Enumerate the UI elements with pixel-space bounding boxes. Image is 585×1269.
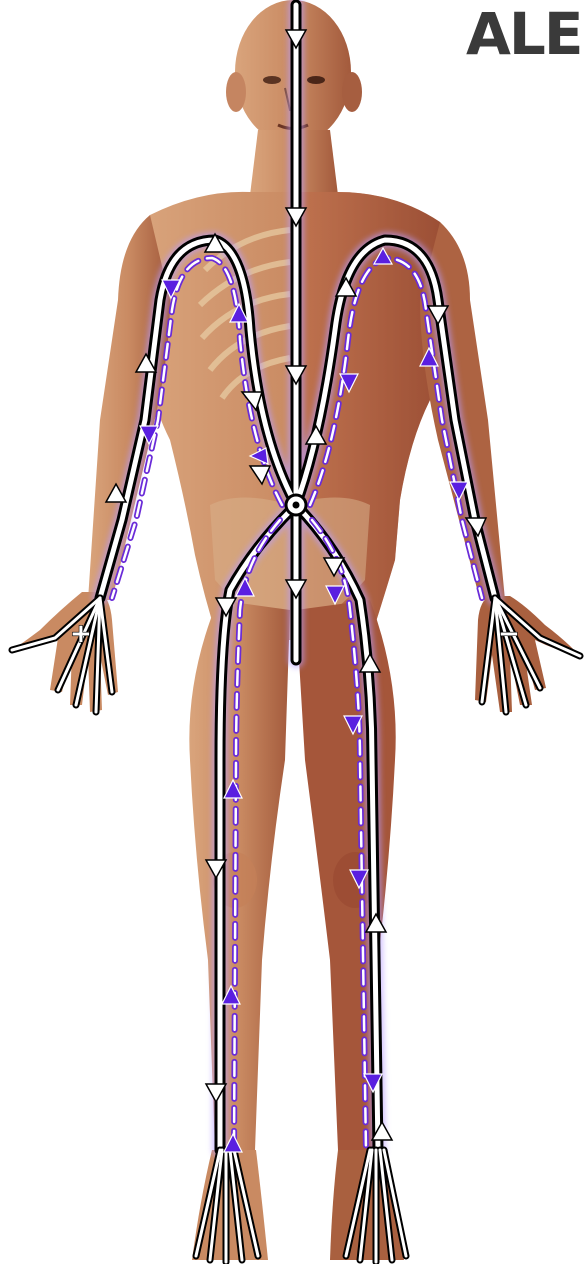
navel-center-icon <box>286 495 306 515</box>
plus-sign-icon: + <box>70 619 92 649</box>
minus-sign-icon: − <box>498 619 520 649</box>
finger-channels <box>12 598 580 1262</box>
channel-core <box>100 5 495 1150</box>
page-title: ALE <box>466 2 581 66</box>
